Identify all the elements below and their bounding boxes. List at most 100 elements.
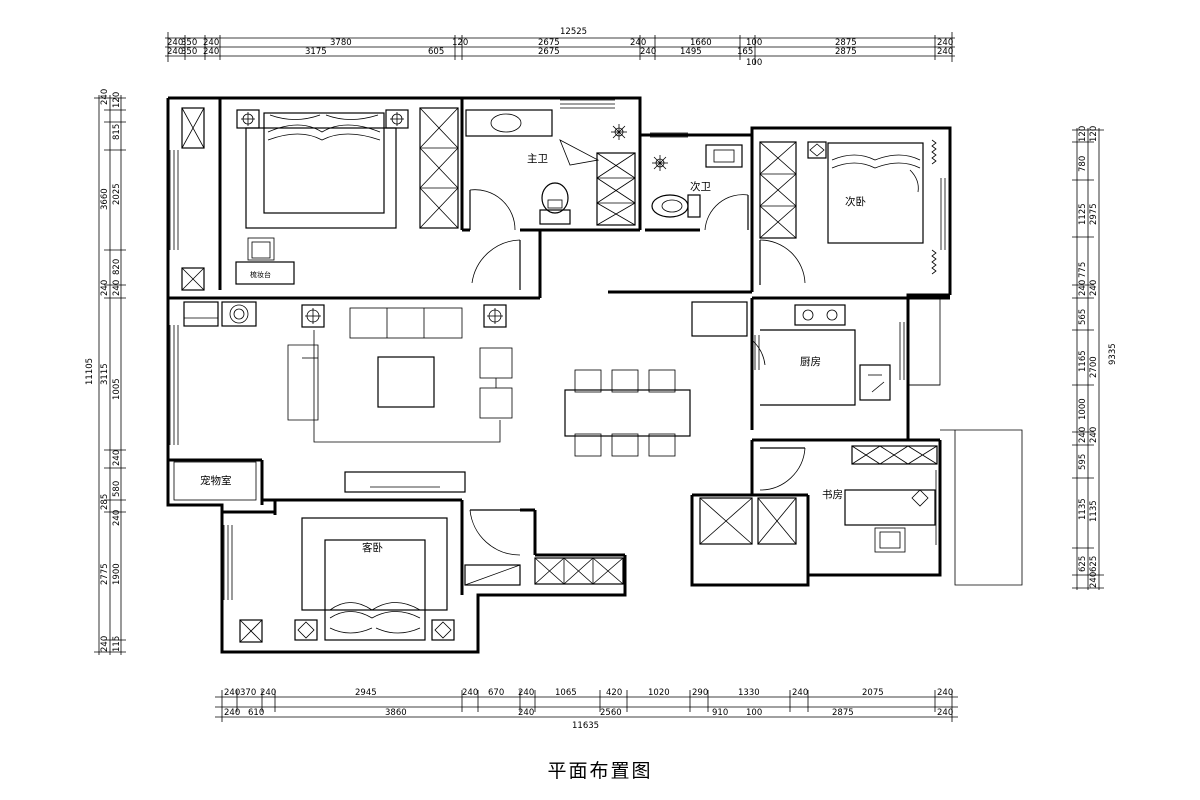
guest-bedroom: 客卧 (239, 471, 624, 643)
side-table-lamp-icon (483, 304, 507, 328)
dim-label: 100 (746, 58, 762, 68)
dim-label: 2700 (1089, 356, 1099, 378)
dim-label: 2875 (835, 38, 857, 48)
dim-label: 775 (1078, 262, 1088, 278)
room-label-pet-room: 宠物室 (200, 474, 232, 487)
dim-label: 120 (112, 92, 122, 108)
armchair (479, 347, 513, 379)
dim-label: 3860 (385, 708, 407, 718)
dim-label: 3780 (330, 38, 352, 48)
toilet-icon (651, 194, 701, 218)
dim-label: 910 (712, 708, 728, 718)
dim-label: 120 (1078, 126, 1088, 142)
kitchen: 厨房 (760, 304, 891, 406)
dim-label: 120 (452, 38, 468, 48)
living-room (183, 301, 513, 443)
left-dimensions: 11105 240 3660 240 3115 285 2775 240 120… (85, 89, 126, 655)
dim-label: 595 (1078, 454, 1088, 470)
wardrobe (699, 497, 753, 545)
dim-label: 820 (112, 259, 122, 275)
dresser: 梳妆台 (235, 237, 295, 285)
dim-label: 1495 (680, 47, 702, 57)
coffee-table (377, 356, 435, 408)
dining-chair (574, 369, 602, 393)
dim-label: 240 (937, 708, 953, 718)
room-label-study: 书房 (822, 488, 843, 501)
dim-label: 2975 (1089, 203, 1099, 225)
top-total-dim: 12525 (560, 27, 587, 37)
dim-label: 1000 (1078, 398, 1088, 420)
dim-label: 240 (1078, 280, 1088, 296)
dim-label: 580 (112, 481, 122, 497)
shower-head-icon (652, 155, 668, 171)
drawing-title: 平面布置图 (547, 760, 653, 782)
dim-label: 240 (640, 47, 656, 57)
dim-label: 625 (1089, 556, 1099, 572)
chaise-sofa (287, 344, 319, 421)
dim-label: 240 (462, 688, 478, 698)
bedside-lamp-icon (385, 109, 409, 129)
bookshelf (851, 445, 938, 465)
bath-cabinet (596, 152, 636, 226)
washing-machine (183, 301, 219, 327)
dim-label: 3175 (305, 47, 327, 57)
shower-head-icon (611, 124, 627, 140)
second-bath: 次卫 (651, 144, 743, 218)
dim-label: 240 (100, 280, 110, 296)
dim-label: 2775 (100, 563, 110, 585)
guest-rug (301, 517, 448, 611)
top-dimensions: 12525 240 350 240 3780 120 2675 240 1660… (165, 27, 955, 68)
room-label-second-bedroom: 次卧 (845, 195, 866, 208)
interior-walls (168, 98, 950, 595)
bottom-total-dim: 11635 (572, 721, 599, 731)
right-dimensions: 9335 120 2975 240 2700 240 1135 625 240 … (1072, 126, 1118, 590)
dining-chair (611, 433, 639, 457)
dim-label: 240 (1089, 572, 1099, 588)
master-bed (263, 112, 385, 214)
dim-label: 240 (203, 47, 219, 57)
dim-label: 240 (518, 708, 534, 718)
door-second-bedroom (759, 239, 806, 285)
dim-label: 165 (737, 47, 753, 57)
master-rug (245, 127, 397, 229)
bedside-lamp-icon (431, 619, 455, 641)
stove-icon (794, 304, 846, 326)
dining-chair (611, 369, 639, 393)
dim-label: 780 (1078, 156, 1088, 172)
master-bedroom: 梳妆台 (181, 107, 459, 291)
tv-cabinet (344, 471, 466, 493)
wall-cabinet (181, 107, 205, 149)
dim-label: 2675 (538, 38, 560, 48)
dim-label: 350 (181, 38, 197, 48)
dim-label: 2875 (835, 47, 857, 57)
dim-label: 120 (1089, 126, 1099, 142)
dim-label: 2075 (862, 688, 884, 698)
dim-label: 240 (630, 38, 646, 48)
dim-label: 240 (937, 38, 953, 48)
study: 书房 (699, 445, 938, 553)
dresser-label: 梳妆台 (250, 270, 271, 279)
dim-label: 240 (203, 38, 219, 48)
wardrobe (464, 564, 521, 586)
wall-cabinet (239, 619, 263, 643)
dim-label: 100 (746, 708, 762, 718)
dim-label: 625 (1078, 556, 1088, 572)
door-kitchen (751, 339, 766, 366)
sideboard (691, 301, 748, 337)
dim-label: 240 (112, 450, 122, 466)
desk-lamp-icon (911, 489, 929, 507)
dim-label: 240 (260, 688, 276, 698)
dim-label: 1330 (738, 688, 760, 698)
dim-label: 3115 (100, 363, 110, 385)
dim-label: 3660 (100, 188, 110, 210)
dim-label: 100 (746, 38, 762, 48)
dim-label: 285 (100, 494, 110, 510)
basin-icon (490, 113, 522, 133)
dim-label: 1135 (1078, 498, 1088, 520)
dim-label: 240 (167, 47, 183, 57)
dim-label: 605 (428, 47, 444, 57)
right-total-dim: 9335 (1108, 343, 1118, 365)
guest-bed (324, 539, 426, 641)
room-label-kitchen: 厨房 (800, 355, 821, 368)
